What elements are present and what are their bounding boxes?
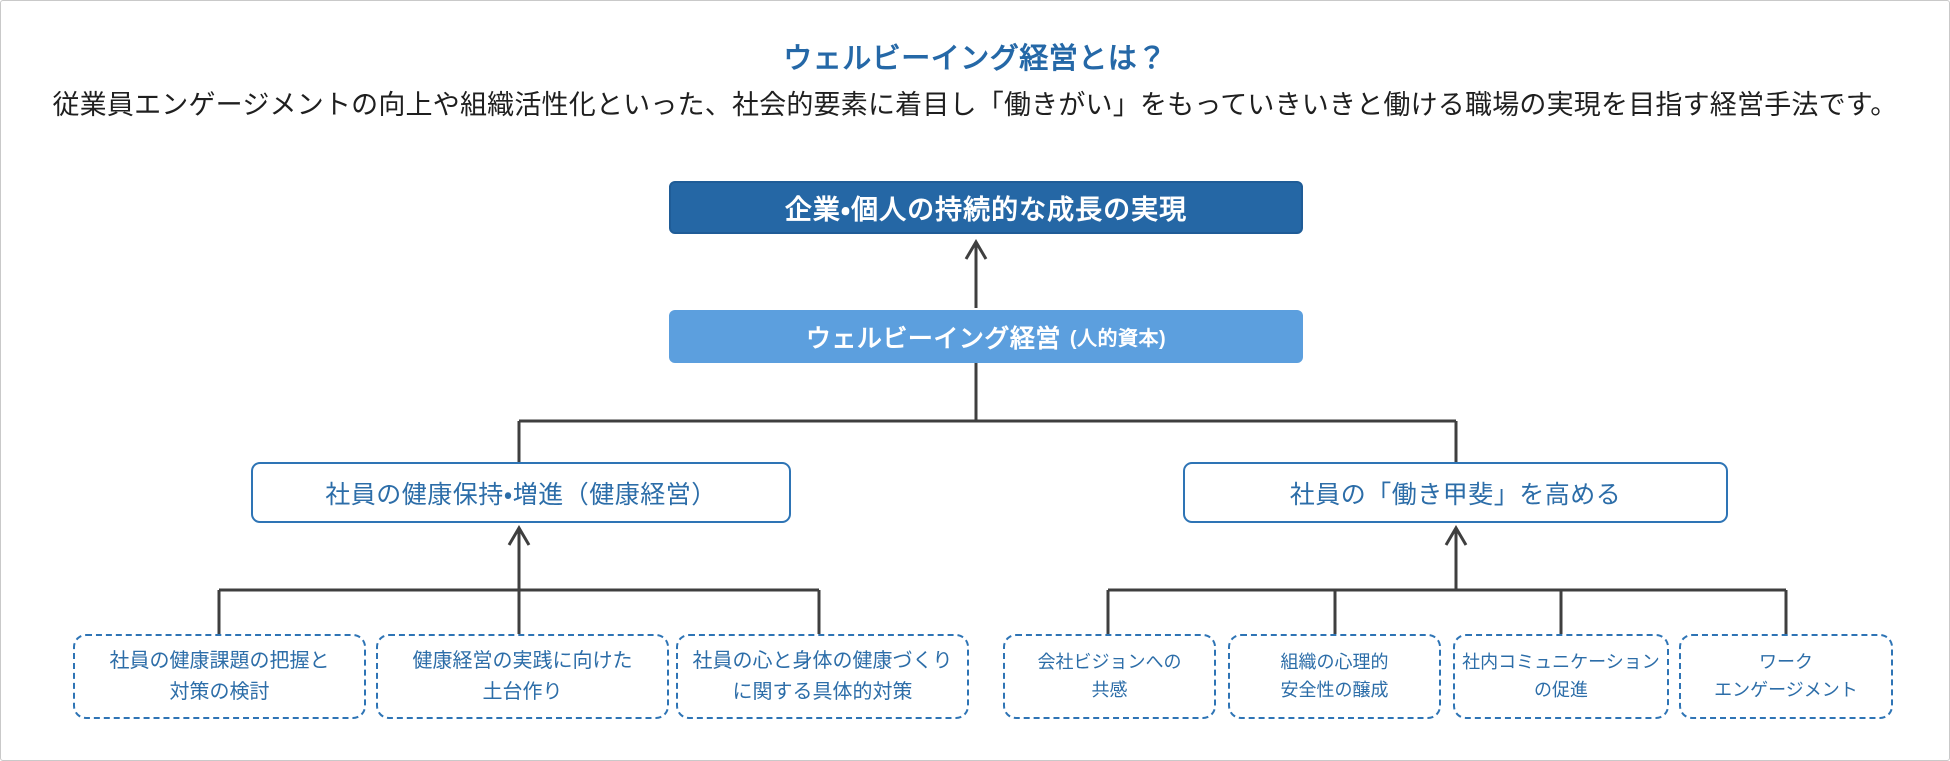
- root-box-label: ウェルビーイング経営: [805, 324, 1061, 353]
- child-box-vision-empathy: 会社ビジョンへの 共感: [1003, 634, 1216, 719]
- connector-right-group: [1106, 525, 1788, 634]
- root-box: ウェルビーイング経営 (人的資本): [669, 310, 1303, 363]
- branch-health-label: 社員の健康保持・増進（健康経営）: [325, 480, 717, 509]
- root-box-sublabel: (人的資本): [1069, 328, 1167, 350]
- branch-box-worth: 社員の「働き甲斐」を高める: [1183, 462, 1728, 523]
- goal-box: 企業・個人の持続的な成長の実現: [669, 181, 1303, 234]
- child-box-concrete-measures: 社員の心と身体の健康づくり に関する具体的対策: [676, 634, 969, 719]
- page-title: ウェルビーイング経営とは？: [783, 43, 1167, 75]
- child-box-psych-safety: 組織の心理的 安全性の醸成: [1228, 634, 1441, 719]
- page-subtitle: 従業員エンゲージメントの向上や組織活性化といった、社会的要素に着目し「働きがい」…: [52, 90, 1898, 120]
- child-box-health-issues: 社員の健康課題の把握と 対策の検討: [73, 634, 366, 719]
- child-box-communication: 社内コミュニケーション の促進: [1453, 634, 1669, 719]
- branch-worth-label: 社員の「働き甲斐」を高める: [1289, 480, 1622, 509]
- goal-box-label: 企業・個人の持続的な成長の実現: [784, 195, 1188, 225]
- branch-box-health: 社員の健康保持・増進（健康経営）: [251, 462, 791, 523]
- child-box-foundation: 健康経営の実践に向けた 土台作り: [376, 634, 669, 719]
- connector-left-group: [217, 525, 821, 634]
- connector-root-to-branches: [517, 363, 1458, 462]
- child-box-work-engagement: ワーク エンゲージメント: [1679, 634, 1893, 719]
- arrow-root-to-goal: [964, 239, 988, 308]
